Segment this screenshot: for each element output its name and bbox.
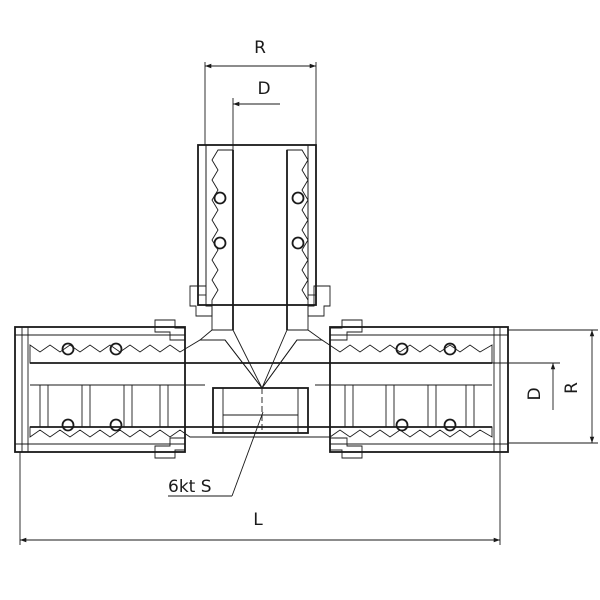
branch-body — [189, 149, 331, 331]
run-body — [29, 319, 493, 459]
label-R-right: R — [562, 382, 582, 394]
right-sleeve — [329, 326, 509, 453]
dimension-lines — [19, 62, 598, 545]
left-sleeve — [14, 326, 186, 453]
label-D-right: D — [525, 387, 545, 400]
label-L: L — [253, 510, 263, 530]
label-hex: 6kt S — [168, 477, 212, 497]
label-D-top: D — [257, 79, 270, 99]
branch-sleeve — [197, 144, 317, 306]
label-R-top: R — [254, 38, 266, 58]
